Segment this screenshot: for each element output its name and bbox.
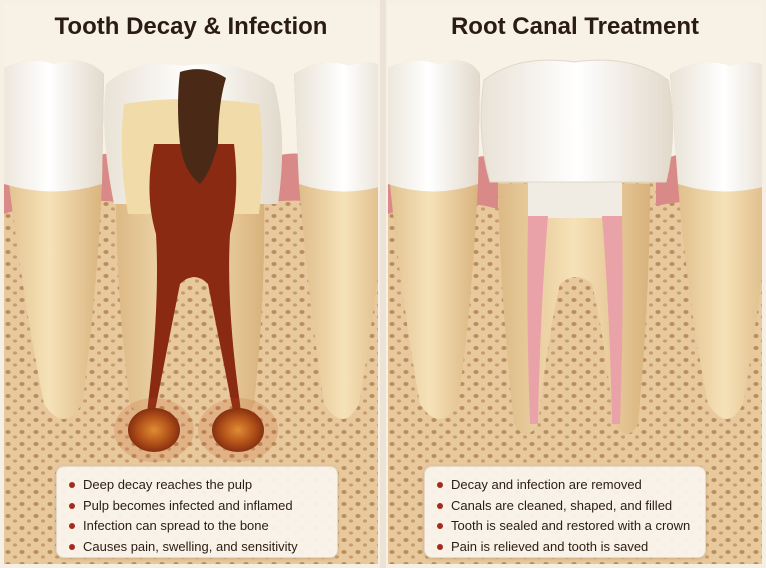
bullet-item: Deep decay reaches the pulp [69, 475, 337, 496]
bullet-text: Pain is relieved and tooth is saved [451, 538, 649, 554]
bullet-item: Canals are cleaned, shaped, and filled [437, 496, 705, 517]
bullet-icon [437, 543, 443, 550]
bullet-item: Decay and infection are removed [437, 475, 705, 496]
restored-crown [480, 59, 674, 183]
bullet-icon [437, 523, 443, 529]
bullet-item: Causes pain, swelling, and sensitivity [69, 537, 337, 558]
abscess-right [212, 408, 264, 452]
bullet-text: Causes pain, swelling, and sensitivity [83, 538, 298, 554]
bullet-item: Tooth is sealed and restored with a crow… [437, 516, 705, 537]
bullet-text: Decay and infection are removed [451, 477, 642, 492]
bullet-icon [69, 543, 75, 550]
panel-tooth-decay: Tooth Decay & Infection [4, 4, 378, 564]
panel-divider [380, 0, 386, 568]
legend-decay: Deep decay reaches the pulp Pulp becomes… [56, 466, 338, 558]
bullet-icon [437, 502, 443, 509]
bullet-item: Infection can spread to the bone [69, 516, 337, 537]
bullet-item: Pulp becomes infected and inflamed [69, 496, 337, 517]
neighbor-crown-left [388, 60, 480, 192]
bullet-icon [69, 502, 75, 509]
panel-title-root-canal: Root Canal Treatment [450, 13, 700, 40]
bullet-text: Pulp becomes infected and inflamed [83, 497, 293, 513]
decayed-tooth-illustration [4, 60, 378, 564]
filled-canal-right [602, 216, 623, 424]
panel-title-decay: Tooth Decay & Infection [54, 13, 328, 40]
panel-root-canal: Root Canal Treatment [388, 4, 762, 564]
bullet-text: Infection can spread to the bone [83, 518, 269, 533]
bullet-text: Deep decay reaches the pulp [83, 477, 253, 492]
bullet-icon [69, 523, 75, 529]
neighbor-crown-right [670, 62, 762, 192]
infected-pulp [147, 144, 241, 416]
bullet-item: Pain is relieved and tooth is saved [437, 537, 705, 558]
bullet-text: Canals are cleaned, shaped, and filled [451, 497, 673, 513]
bullet-icon [69, 482, 75, 488]
bullet-icon [437, 482, 443, 488]
decay-cavity [178, 69, 226, 184]
filled-canal-left [527, 216, 548, 424]
neighbor-crown-right [294, 62, 378, 192]
legend-root-canal: Decay and infection are removed Canals a… [424, 466, 706, 558]
neighbor-crown-left [4, 60, 104, 192]
abscess-left [128, 408, 180, 452]
bullet-text: Tooth is sealed and restored with a crow… [451, 518, 691, 533]
